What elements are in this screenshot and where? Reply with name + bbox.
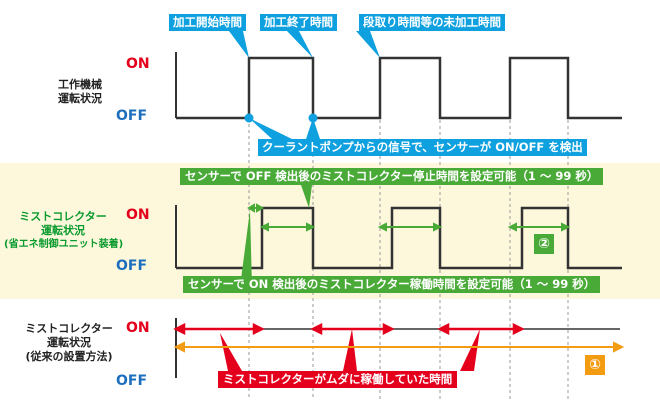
red-pointer bbox=[220, 333, 242, 371]
red-pointer bbox=[343, 329, 357, 371]
callout-pointer bbox=[229, 31, 249, 58]
red-pointer bbox=[460, 329, 480, 371]
conventional-on-label: ON bbox=[126, 320, 150, 336]
label-line: 運転状況 bbox=[41, 224, 85, 237]
badge-1: ① bbox=[585, 355, 605, 375]
annotation-on-setting: センサーで ON 検出後のミストコレクター稼働時間を設定可能（1 ～ 99 秒） bbox=[183, 276, 601, 293]
callout-pointer bbox=[356, 31, 380, 58]
label-saver: ミストコレクター 運転状況 (省エネ制御ユニット装着) bbox=[4, 210, 124, 252]
callout-pointer bbox=[306, 118, 320, 139]
label-line: 工作機械 bbox=[58, 78, 102, 91]
label-line: ミストコレクター bbox=[25, 322, 113, 335]
conventional-off-label: OFF bbox=[116, 373, 148, 389]
label-machine: 工作機械 運転状況 bbox=[30, 78, 130, 106]
callout-sensor-detect: クーラントポンプからの信号で、センサーが ON/OFF を検出 bbox=[258, 139, 587, 156]
callout-idle-time: 段取り時間等の未加工時間 bbox=[359, 14, 505, 31]
callout-pointer bbox=[249, 118, 292, 139]
label-line: (省エネ制御ユニット装着) bbox=[4, 239, 124, 250]
saver-on-label: ON bbox=[126, 207, 150, 223]
callout-pointer bbox=[287, 31, 313, 58]
label-line: 運転状況 bbox=[58, 92, 102, 105]
saver-signal bbox=[176, 206, 622, 270]
green-pointer bbox=[240, 210, 252, 287]
annotation-waste-time: ミストコレクターがムダに稼働していた時間 bbox=[218, 371, 458, 388]
machine-signal bbox=[176, 56, 622, 120]
green-pointer bbox=[301, 185, 312, 208]
label-line: 運転状況 bbox=[47, 336, 91, 349]
machine-on-label: ON bbox=[126, 56, 150, 72]
badge-2: ② bbox=[534, 234, 554, 254]
label-conventional: ミストコレクター 運転状況 (従来の設置方法) bbox=[12, 322, 126, 364]
label-line: (従来の設置方法) bbox=[25, 350, 113, 363]
annotation-off-setting: センサーで OFF 検出後のミストコレクター停止時間を設定可能（1 ～ 99 秒… bbox=[180, 168, 604, 185]
detection-dot bbox=[308, 113, 318, 123]
detection-dot bbox=[244, 113, 254, 123]
machine-off-label: OFF bbox=[116, 108, 148, 124]
callout-process-end: 加工終了時間 bbox=[260, 14, 337, 31]
callout-process-start: 加工開始時間 bbox=[169, 14, 246, 31]
saver-off-label: OFF bbox=[116, 258, 148, 274]
label-line: ミストコレクター bbox=[19, 210, 107, 223]
